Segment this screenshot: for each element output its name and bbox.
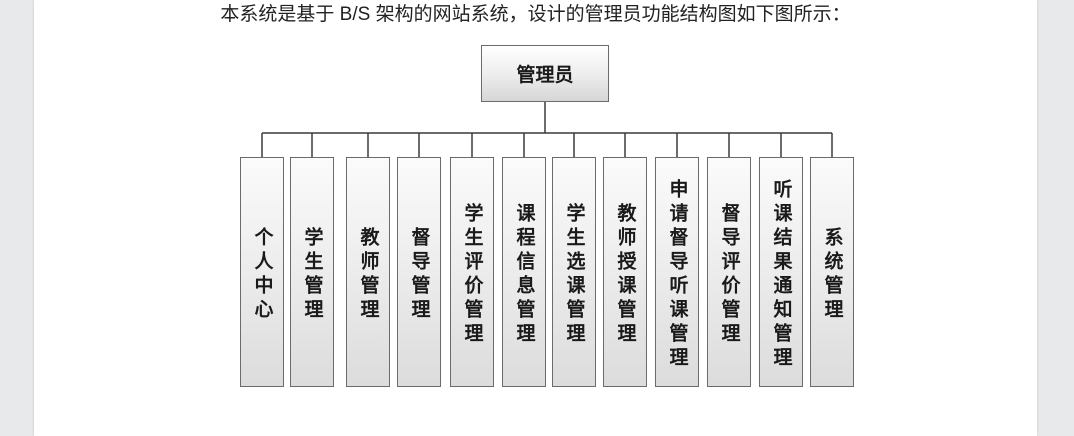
node-label: 个人中心	[251, 226, 273, 323]
root-node-label: 管理员	[516, 65, 574, 86]
node-student-management: 学生管理	[290, 157, 334, 387]
node-teacher-teaching-management: 教师授课管理	[603, 157, 647, 387]
node-student-course-selection-management: 学生选课管理	[552, 157, 596, 387]
root-node-administrator: 管理员	[481, 45, 609, 102]
node-system-management: 系统管理	[810, 157, 854, 387]
node-label: 学生管理	[301, 226, 323, 323]
node-label: 听课结果通知管理	[770, 178, 792, 371]
node-supervisor-evaluation-management: 督导评价管理	[707, 157, 751, 387]
node-label: 学生选课管理	[563, 202, 585, 347]
node-student-evaluation-management: 学生评价管理	[450, 157, 494, 387]
node-label: 系统管理	[821, 226, 843, 323]
node-supervision-observation-request-management: 申请督导听课管理	[655, 157, 699, 387]
node-teacher-management: 教师管理	[346, 157, 390, 387]
node-label: 教师管理	[357, 226, 379, 323]
node-label: 督导评价管理	[718, 202, 740, 347]
node-personal-center: 个人中心	[240, 157, 284, 387]
node-label: 督导管理	[408, 226, 430, 323]
node-label: 教师授课管理	[614, 202, 636, 347]
intro-paragraph: 本系统是基于 B/S 架构的网站系统，设计的管理员功能结构图如下图所示：	[220, 4, 851, 25]
node-supervisor-management: 督导管理	[397, 157, 441, 387]
node-label: 课程信息管理	[513, 202, 535, 347]
node-label: 申请督导听课管理	[666, 178, 688, 371]
node-label: 学生评价管理	[461, 202, 483, 347]
node-observation-result-notice-management: 听课结果通知管理	[759, 157, 803, 387]
node-course-info-management: 课程信息管理	[502, 157, 546, 387]
